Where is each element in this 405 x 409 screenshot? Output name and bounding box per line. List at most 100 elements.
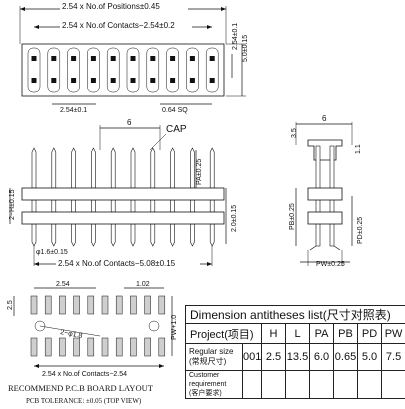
top-pin-upper: [31, 56, 37, 61]
front-view: 6 CAP PA±0.25 2.0±0.15 2−H±0.15 φ1.6±0.1…: [9, 118, 238, 268]
top-pin-lower: [170, 78, 176, 83]
pcb-hole-left: [34, 320, 46, 332]
dim-positions: 2.54 x No.of Positions±0.45: [62, 2, 160, 11]
top-pin-upper: [150, 56, 156, 61]
pcb-pad-upper: [130, 295, 137, 315]
front-body-lower: [21, 211, 225, 225]
table-title: Dimension antitheses list(尺寸对照表): [184, 305, 405, 324]
customer-label-en: Customer requirement: [189, 372, 227, 388]
front-pin-bottom: [130, 223, 136, 247]
front-pin-bottom: [31, 223, 37, 247]
dim-3-5: 3.5: [291, 128, 298, 138]
customer-pd: [357, 370, 382, 399]
pcb-pad-upper: [30, 295, 38, 315]
top-pin-upper: [51, 56, 57, 61]
header-body-top: [21, 43, 225, 97]
front-pin-mid: [31, 199, 37, 213]
front-pin-bottom: [190, 223, 195, 247]
front-pin-mid: [190, 199, 195, 213]
val-pd: 5.0: [357, 343, 382, 371]
top-pin-slot: [67, 47, 80, 93]
top-pin-slot: [205, 47, 219, 93]
front-pin-top: [209, 147, 215, 189]
col-h: H: [261, 323, 286, 344]
regular-size-label: Regular size(常规尺寸): [185, 343, 243, 371]
front-pin-mid: [91, 199, 96, 213]
pcb-pad-upper: [73, 295, 80, 315]
dim-contacts-pcb: 2.54 x No.of Contacts−2.54: [42, 371, 127, 378]
top-pin-slot: [186, 47, 199, 93]
val-pa: 6.0: [309, 343, 334, 371]
top-pins: [27, 47, 219, 93]
pcb-pad-lower: [73, 337, 80, 357]
col-pw: PW: [380, 323, 405, 344]
project-label: Project(项目): [185, 323, 262, 344]
dim-pd: PD±0.25: [357, 217, 364, 244]
front-pin-top: [51, 147, 57, 189]
dim-6-side: 6: [322, 114, 327, 123]
col-pd: PD: [357, 323, 382, 344]
top-pin-upper: [189, 56, 195, 61]
pcb-pad-upper: [158, 295, 166, 315]
dim-1-02: 1.02: [136, 281, 150, 288]
side-view: 6 3.5 1.1 PB±0.25 PD±0.25 PW±0.25: [289, 114, 364, 268]
top-pin-lower: [110, 78, 116, 83]
customer-pa: [309, 370, 334, 399]
pcb-pad-upper: [44, 295, 52, 315]
front-pin-mid: [71, 199, 76, 213]
col-l: L: [285, 323, 310, 344]
side-body-lower: [307, 211, 343, 225]
dim-hole-pcb: 2−φ1.8: [60, 329, 83, 340]
front-pin-bottom: [51, 223, 57, 247]
pcb-pad-lower: [59, 337, 66, 357]
regular-label-cn: (常规尺寸): [189, 357, 227, 366]
pcb-pad-lower: [115, 337, 123, 357]
front-pin-mid: [110, 199, 116, 213]
dim-pitch-right: 2.54±0.1: [232, 23, 239, 50]
top-pin-lower: [71, 78, 77, 83]
pcb-layout: 2.54 1.02 2.5 2−φ1.8 PW+1.0 2.54 x No.of…: [7, 281, 178, 405]
dim-contacts: 2.54 x No.of Contacts−2.54±0.2: [62, 21, 175, 30]
col-pa: PA: [309, 323, 334, 344]
val-l: 13.5: [285, 343, 310, 371]
dim-square: 0.64 SQ: [162, 107, 188, 114]
top-pin-slot: [146, 47, 160, 93]
dimension-table: Dimension antitheses list(尺寸对照表) Project…: [184, 305, 405, 399]
front-pin-bottom: [209, 223, 215, 247]
dim-contacts-bottom: 2.54 x No.of Contacts−5.08±0.15: [58, 259, 176, 268]
dim-pa: PA±0.25: [196, 159, 203, 185]
top-pin-upper: [71, 56, 77, 61]
customer-pw: [380, 370, 405, 399]
dim-hole-front: φ1.6±0.15: [36, 249, 68, 256]
front-pin-top: [31, 147, 37, 189]
customer-pb: [333, 370, 358, 399]
front-pin-bottom: [170, 223, 175, 247]
pcb-pad-lower: [130, 337, 137, 357]
top-pin-slot: [126, 47, 140, 93]
front-pin-top: [130, 147, 136, 189]
top-pin-slot: [47, 47, 61, 93]
dim-pw-1: PW+1.0: [171, 315, 178, 340]
pcb-pad-lower: [87, 337, 95, 357]
front-pin-mid: [51, 199, 57, 213]
pcb-hole-right: [148, 320, 160, 332]
top-pin-upper: [130, 56, 136, 61]
top-pin-slot: [106, 47, 120, 93]
top-pin-lower: [189, 78, 195, 83]
customer-l: [285, 370, 310, 399]
front-pin-mid: [170, 199, 175, 213]
dim-pitch: 2.54±0.1: [60, 107, 87, 114]
customer-label: Customer requirement(客户要求): [185, 370, 243, 399]
top-pin-upper: [90, 56, 96, 61]
pcb-pad-upper: [144, 295, 151, 315]
pcb-pad-upper: [87, 295, 95, 315]
regular-code: 001: [242, 343, 262, 371]
front-pin-bottom: [150, 223, 156, 247]
customer-code: [242, 370, 262, 399]
dim-width: 5.0±0.15: [242, 35, 249, 62]
dim-2-54-pcb: 2.54: [56, 281, 70, 288]
dim-2h: 2−H±0.15: [9, 189, 16, 220]
pcb-pad-lower: [101, 337, 109, 357]
front-pin-top: [170, 147, 175, 189]
